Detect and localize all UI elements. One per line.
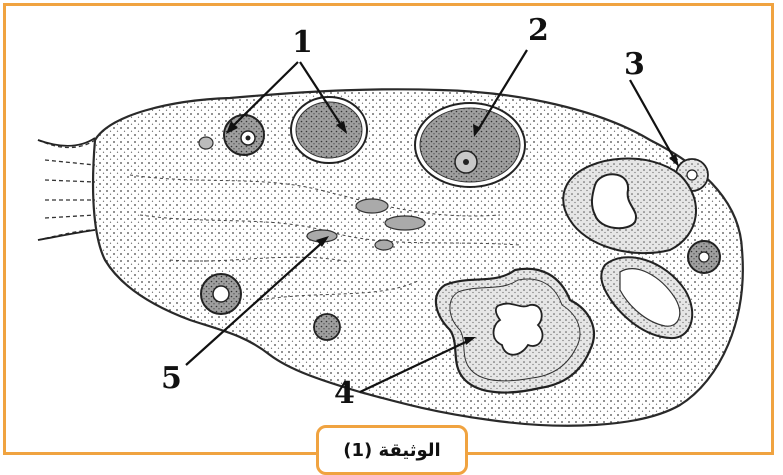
label-3: 3	[624, 50, 645, 80]
tertiary-follicle	[415, 103, 525, 187]
label-5: 5	[161, 364, 182, 394]
ovary-section-diagram	[0, 0, 783, 461]
document-caption: الوثيقة (1)	[319, 440, 465, 461]
caption-box: الوثيقة (1)	[316, 425, 468, 475]
label-1: 1	[292, 28, 313, 58]
label-2: 2	[528, 16, 549, 46]
small-follicle-bottom-left	[201, 274, 241, 314]
hilum-lines	[38, 140, 95, 240]
primary-follicle-small	[224, 115, 264, 155]
label-4: 4	[334, 379, 355, 409]
small-follicle-bottom	[314, 314, 340, 340]
primary-follicle-right	[688, 241, 720, 273]
